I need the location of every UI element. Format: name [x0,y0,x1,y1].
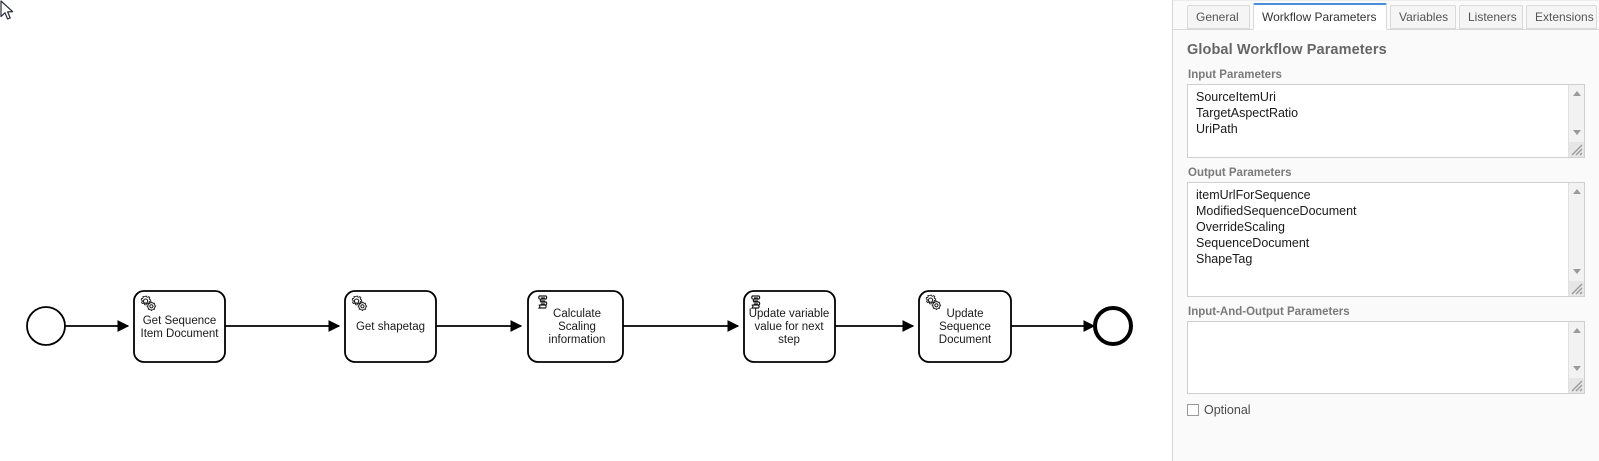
panel-body: Global Workflow Parameters Input Paramet… [1173,30,1599,417]
task-label: Document [939,334,992,346]
task-label: value for next [754,321,824,333]
mouse-cursor [0,0,14,20]
scrollbar-vertical[interactable] [1568,322,1584,393]
task-update-variable-value-for-next-step[interactable]: Update variable value for next step [743,290,836,363]
page-title: Global Workflow Parameters [1187,42,1387,58]
resize-grip-icon[interactable] [1569,142,1584,157]
task-label: Scaling [558,321,596,333]
tab-general[interactable]: General [1187,5,1250,29]
output-parameters-label: Output Parameters [1188,167,1292,179]
task-calculate-scaling-information[interactable]: Calculate Scaling information [527,290,624,363]
list-item[interactable]: SourceItemUri [1196,90,1276,104]
output-parameters-items[interactable]: itemUrlForSequence ModifiedSequenceDocum… [1188,183,1568,296]
list-item[interactable]: UriPath [1196,122,1238,136]
input-parameters-label: Input Parameters [1188,69,1282,81]
tab-variables[interactable]: Variables [1390,5,1456,29]
resize-grip-icon[interactable] [1569,378,1584,393]
optional-row[interactable]: Optional [1187,403,1585,417]
list-item[interactable]: itemUrlForSequence [1196,188,1311,202]
tab-extensions[interactable]: Extensions [1526,5,1597,29]
start-event[interactable] [26,306,66,346]
task-get-sequence-item-document[interactable]: Get Sequence Item Document [133,290,226,363]
scroll-down-icon[interactable] [1569,264,1584,279]
task-label: information [549,334,606,346]
list-item[interactable]: ShapeTag [1196,252,1253,266]
task-label: Update variable [749,308,830,320]
list-item[interactable]: TargetAspectRatio [1196,106,1299,120]
output-parameters-listbox[interactable]: itemUrlForSequence ModifiedSequenceDocum… [1187,182,1585,297]
tab-listeners[interactable]: Listeners [1459,5,1523,29]
bpmn-diagram: Get Sequence Item Document Get shapetag … [26,290,1133,363]
task-label: step [778,334,800,346]
scroll-up-icon[interactable] [1569,323,1584,338]
bpmn-canvas[interactable]: Get Sequence Item Document Get shapetag … [0,0,1172,461]
properties-panel: General Workflow Parameters Variables Li… [1172,0,1599,461]
task-label: Item Document [141,328,220,340]
scroll-down-icon[interactable] [1569,125,1584,140]
optional-label: Optional [1204,403,1251,417]
end-event[interactable] [1093,306,1133,346]
input-and-output-parameters-label: Input-And-Output Parameters [1188,306,1350,318]
scrollbar-vertical[interactable] [1568,85,1584,157]
task-label: Get shapetag [356,321,425,333]
input-and-output-parameters-items[interactable] [1188,322,1568,393]
list-item[interactable]: OverrideScaling [1196,220,1285,234]
scrollbar-vertical[interactable] [1568,183,1584,296]
scroll-up-icon[interactable] [1569,86,1584,101]
scroll-down-icon[interactable] [1569,361,1584,376]
input-parameters-listbox[interactable]: SourceItemUri TargetAspectRatio UriPath [1187,84,1585,158]
task-update-sequence-document[interactable]: Update Sequence Document [918,290,1012,363]
resize-grip-icon[interactable] [1569,281,1584,296]
optional-checkbox[interactable] [1187,404,1199,416]
list-item[interactable]: SequenceDocument [1196,236,1310,250]
list-item[interactable]: ModifiedSequenceDocument [1196,204,1357,218]
task-label: Update [946,308,983,320]
input-and-output-parameters-listbox[interactable] [1187,321,1585,394]
task-label: Calculate [553,308,601,320]
input-parameters-items[interactable]: SourceItemUri TargetAspectRatio UriPath [1188,85,1568,157]
task-label: Sequence [939,321,991,333]
tab-workflow-parameters[interactable]: Workflow Parameters [1253,3,1387,30]
task-label: Get Sequence [143,315,217,327]
task-get-shapetag[interactable]: Get shapetag [344,290,437,363]
panel-tabstrip: General Workflow Parameters Variables Li… [1173,0,1599,30]
scroll-up-icon[interactable] [1569,184,1584,199]
